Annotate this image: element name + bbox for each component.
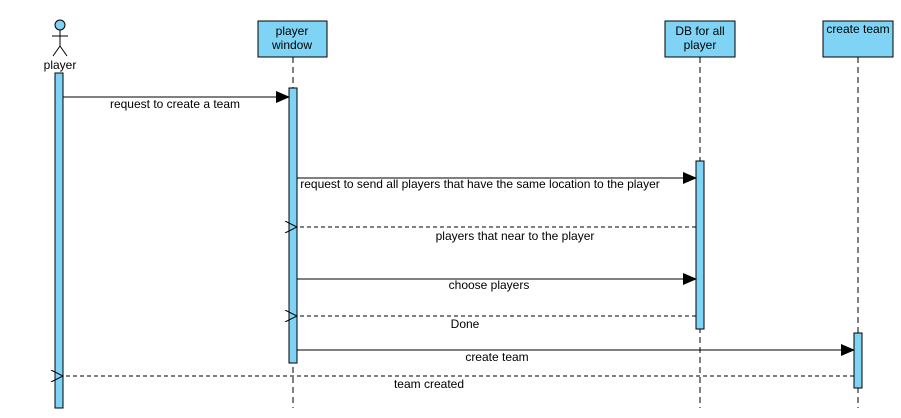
message-label: Done bbox=[451, 317, 480, 331]
participant-db-label-line1: DB for all bbox=[675, 24, 724, 38]
message-label: request to send all players that have th… bbox=[300, 177, 660, 191]
message-team-created[interactable]: team created bbox=[63, 376, 854, 391]
participant-create-team-box bbox=[822, 20, 894, 58]
message-create-team[interactable]: create team bbox=[297, 344, 855, 364]
message-label: request to create a team bbox=[110, 97, 240, 111]
participant-player-window-label-line2: window bbox=[271, 38, 312, 52]
activation-player-window bbox=[288, 87, 298, 364]
actor-head bbox=[54, 19, 66, 31]
participant-player-window-box bbox=[257, 20, 328, 58]
message-request-create-team[interactable]: request to create a team bbox=[63, 91, 290, 111]
message-players-near[interactable]: players that near to the player bbox=[297, 227, 696, 243]
participant-db-label-line2: player bbox=[684, 38, 717, 52]
actor-player[interactable]: player bbox=[44, 19, 77, 72]
activation-player bbox=[54, 72, 64, 409]
message-done[interactable]: Done bbox=[297, 316, 696, 331]
participant-create-team[interactable]: create team bbox=[822, 20, 894, 58]
message-choose-players[interactable]: choose players bbox=[297, 273, 697, 292]
participant-create-team-label: create team bbox=[826, 22, 889, 36]
participant-db-box bbox=[664, 20, 736, 58]
activation-db bbox=[695, 160, 705, 330]
message-label: players that near to the player bbox=[436, 229, 595, 243]
participant-player-window-label-line1: player bbox=[276, 24, 309, 38]
message-label: team created bbox=[394, 377, 464, 391]
actor-player-label: player bbox=[44, 58, 77, 72]
activation-create-team bbox=[853, 332, 863, 389]
message-label: create team bbox=[465, 350, 528, 364]
message-label: choose players bbox=[449, 278, 530, 292]
participant-db[interactable]: DB for all player bbox=[664, 20, 736, 58]
participant-player-window[interactable]: player window bbox=[257, 20, 328, 58]
message-request-send-players[interactable]: request to send all players that have th… bbox=[297, 172, 697, 191]
